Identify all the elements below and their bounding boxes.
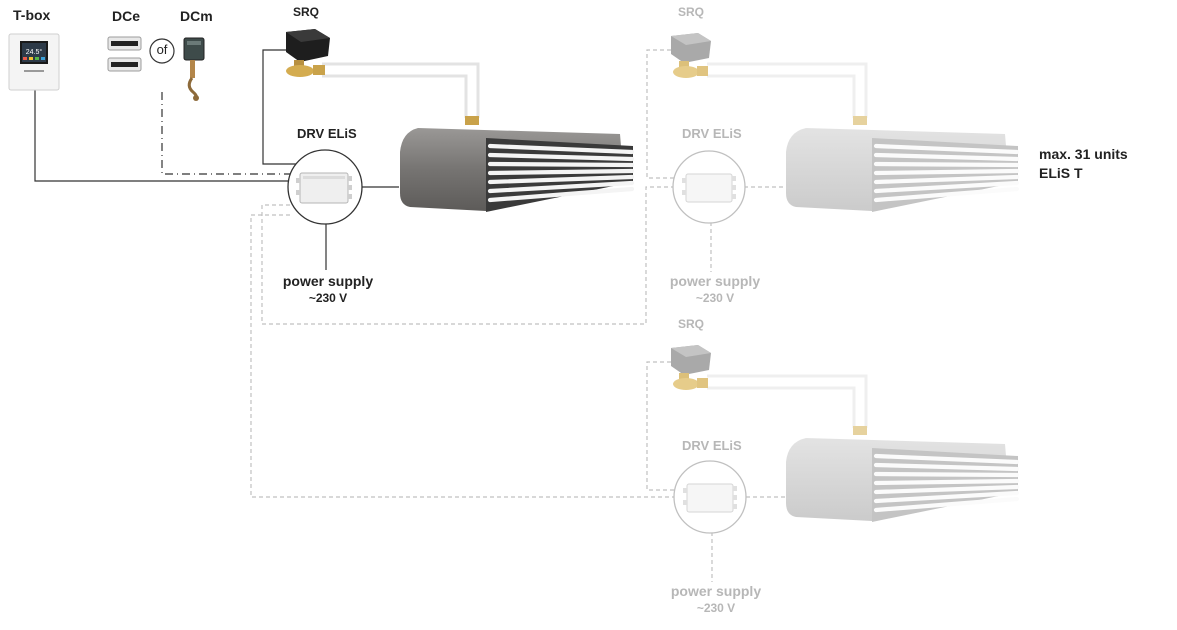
or-circle xyxy=(149,38,175,64)
label-voltage-1: ~230 V xyxy=(308,291,348,305)
label-drv-3: DRV ELiS xyxy=(682,438,742,453)
label-max-units: max. 31 units xyxy=(1039,146,1128,162)
label-tbox: T-box xyxy=(13,7,51,23)
label-srq-1: SRQ xyxy=(293,5,320,19)
air-curtain-unit-3 xyxy=(707,374,1020,522)
wiring-extension xyxy=(250,49,787,582)
tbox-device: 24.5° xyxy=(8,33,60,91)
air-curtain-unit-2 xyxy=(707,62,1020,212)
drv-controller-2 xyxy=(672,150,746,224)
wiring-main xyxy=(34,49,399,270)
label-drv-1: DRV ELiS xyxy=(297,126,357,141)
label-srq-3: SRQ xyxy=(678,317,705,331)
label-model: ELiS T xyxy=(1039,165,1083,181)
wire-dc-drv xyxy=(161,92,290,175)
srq-valve-2 xyxy=(671,33,711,78)
label-or: of xyxy=(156,42,168,57)
wire-drv1-drv2 xyxy=(261,186,675,325)
label-power-3: power supply xyxy=(670,583,762,599)
air-curtain-unit-1 xyxy=(322,62,635,212)
label-dcm: DCm xyxy=(180,8,213,24)
drv-controller-3 xyxy=(673,460,747,534)
srq-valve-1 xyxy=(286,29,330,77)
label-voltage-2: ~230 V xyxy=(695,291,735,305)
wire-tbox-drv xyxy=(34,90,290,182)
wire-srq2-drv2 xyxy=(646,49,675,179)
wire-drv1-drv3 xyxy=(250,214,676,498)
label-drv-2: DRV ELiS xyxy=(682,126,742,141)
drv-controller-1 xyxy=(287,149,363,225)
dce-contact-sensor xyxy=(107,36,142,72)
srq-valve-3 xyxy=(671,345,711,390)
label-srq-2: SRQ xyxy=(678,5,705,19)
wire-srq3-drv3 xyxy=(646,361,676,491)
label-voltage-3: ~230 V xyxy=(696,601,736,615)
dcm-mechanical-sensor xyxy=(183,37,205,101)
label-power-1: power supply xyxy=(282,273,374,289)
label-dce: DCe xyxy=(112,8,141,24)
wire-srq-drv xyxy=(262,49,296,165)
label-power-2: power supply xyxy=(669,273,761,289)
tbox-temperature: 24.5° xyxy=(26,48,43,56)
